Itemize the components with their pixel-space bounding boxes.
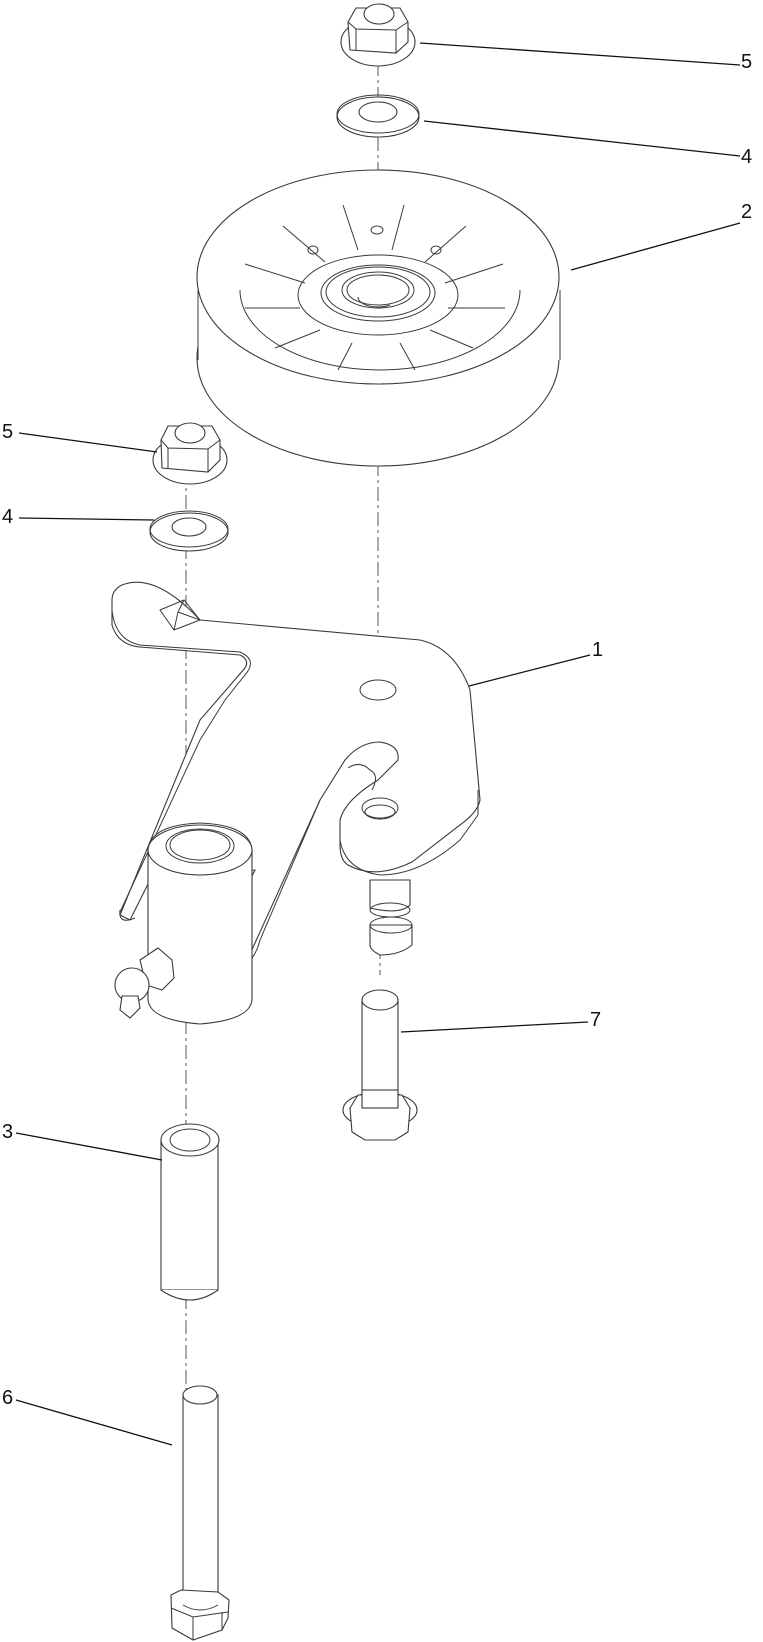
callout-2: 2 xyxy=(741,201,753,223)
shoulder-bolt xyxy=(342,989,418,1141)
flange-nut-left xyxy=(152,422,228,485)
hex-bolt xyxy=(170,1385,230,1641)
callout-6: 6 xyxy=(2,1387,14,1409)
washer-top xyxy=(336,94,420,138)
flange-nut-top xyxy=(340,3,416,67)
idler-arm xyxy=(111,581,481,981)
callout-5-left: 5 xyxy=(2,421,14,443)
pulley-spokes xyxy=(239,204,521,371)
callout-4-top: 4 xyxy=(741,146,753,168)
callout-5-top: 5 xyxy=(741,51,753,73)
pivot-tube xyxy=(114,822,253,1025)
callout-3: 3 xyxy=(2,1121,14,1143)
arm-stud xyxy=(369,879,413,956)
bushing xyxy=(160,1123,220,1301)
callout-1: 1 xyxy=(592,639,604,661)
callout-4-left: 4 xyxy=(2,506,14,528)
idler-pulley xyxy=(196,169,561,467)
callout-7: 7 xyxy=(590,1009,602,1031)
leader-lines xyxy=(15,42,741,1446)
washer-left xyxy=(149,510,229,552)
